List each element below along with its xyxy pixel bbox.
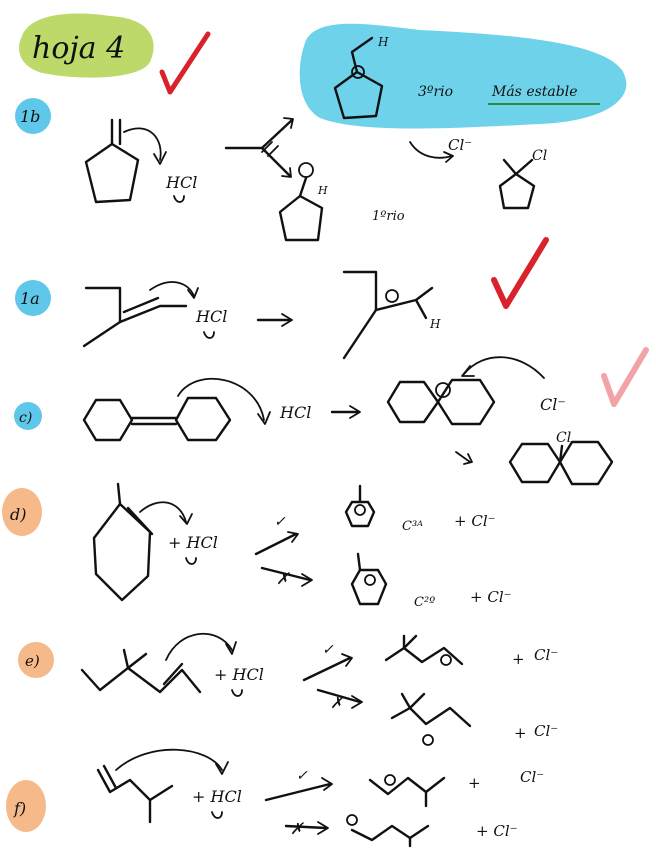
chloride-ion: Cl⁻ (534, 722, 558, 740)
chloride-ion: Cl⁻ (540, 395, 566, 414)
chloride-ion: Cl⁻ (520, 768, 544, 786)
c2-note: C²º (414, 595, 435, 610)
section-badge-d (2, 488, 42, 536)
plus-sign: + (512, 650, 525, 668)
section-badge-c (14, 402, 42, 430)
plus-chloride: + Cl⁻ (470, 588, 512, 606)
section-d: d) + HCl ✓ ✗ C³ᴬ + Cl⁻ C²º + Cl⁻ (2, 482, 512, 610)
more-stable-note: Más estable (491, 84, 577, 100)
plus-hcl-reagent: + HCl (192, 787, 242, 806)
section-badge-1a (15, 280, 51, 316)
plus-hcl-reagent: + HCl (214, 665, 264, 684)
hcl-reagent: HCl (165, 173, 197, 192)
section-label-1b: 1b (20, 107, 40, 126)
plus-chloride: + Cl⁻ (476, 822, 518, 840)
section-label-c: c) (19, 410, 32, 426)
section-f: f) + HCl ✓ ✗ + Cl⁻ + Cl⁻ (6, 748, 544, 848)
check-mark-icon (159, 31, 211, 95)
section-label-e: e) (25, 652, 40, 670)
check-mark-icon (491, 237, 549, 309)
chlorine-atom: Cl (532, 148, 547, 164)
chlorine-atom: Cl (556, 430, 571, 446)
section-badge-f (6, 780, 46, 832)
section-c: c) HCl Cl⁻ Cl (14, 347, 649, 486)
title-badge: hoja 4 (19, 13, 154, 78)
cross-mark: ✗ (276, 569, 291, 588)
chloride-ion: Cl⁻ (534, 646, 558, 664)
chloride-ion: Cl⁻ (448, 136, 472, 154)
check-mark: ✓ (296, 768, 308, 784)
check-mark: ✓ (274, 514, 286, 530)
title-blob (19, 13, 154, 78)
section-label-1a: 1a (20, 289, 40, 308)
hcl-reagent: HCl (195, 307, 227, 326)
plus-hcl-reagent: + HCl (168, 533, 218, 552)
stable-carbocation-callout: H 3ºrio Más estable (299, 23, 627, 129)
hydrogen-label: H (377, 35, 389, 49)
section-label-f: f) (13, 799, 26, 818)
section-1a: 1a HCl H (15, 237, 549, 360)
section-1b: 1b HCl H 1ºrio Cl⁻ Cl (15, 98, 547, 242)
hydrogen-label: H (429, 317, 441, 331)
cross-mark: ✗ (290, 819, 305, 838)
hcl-reagent: HCl (279, 403, 311, 422)
plus-sign: + (514, 724, 527, 742)
section-e: e) + HCl ✓ ✗ + Cl⁻ + Cl⁻ (18, 632, 558, 746)
highlight-blob (299, 23, 627, 129)
c3-note: C³ᴬ (402, 519, 423, 534)
tertiary-note: 3ºrio (418, 84, 453, 100)
hydrogen-label: H (317, 184, 328, 197)
section-label-d: d) (10, 505, 26, 524)
section-badge-1b (15, 98, 51, 134)
plus-sign: + (468, 774, 481, 792)
check-mark-icon (601, 347, 649, 407)
page-title: hoja 4 (32, 31, 125, 66)
section-badge-e (18, 642, 54, 678)
primary-note: 1ºrio (372, 209, 405, 224)
plus-chloride: + Cl⁻ (454, 512, 496, 530)
cross-mark: ✗ (330, 693, 345, 712)
check-mark: ✓ (322, 642, 334, 658)
